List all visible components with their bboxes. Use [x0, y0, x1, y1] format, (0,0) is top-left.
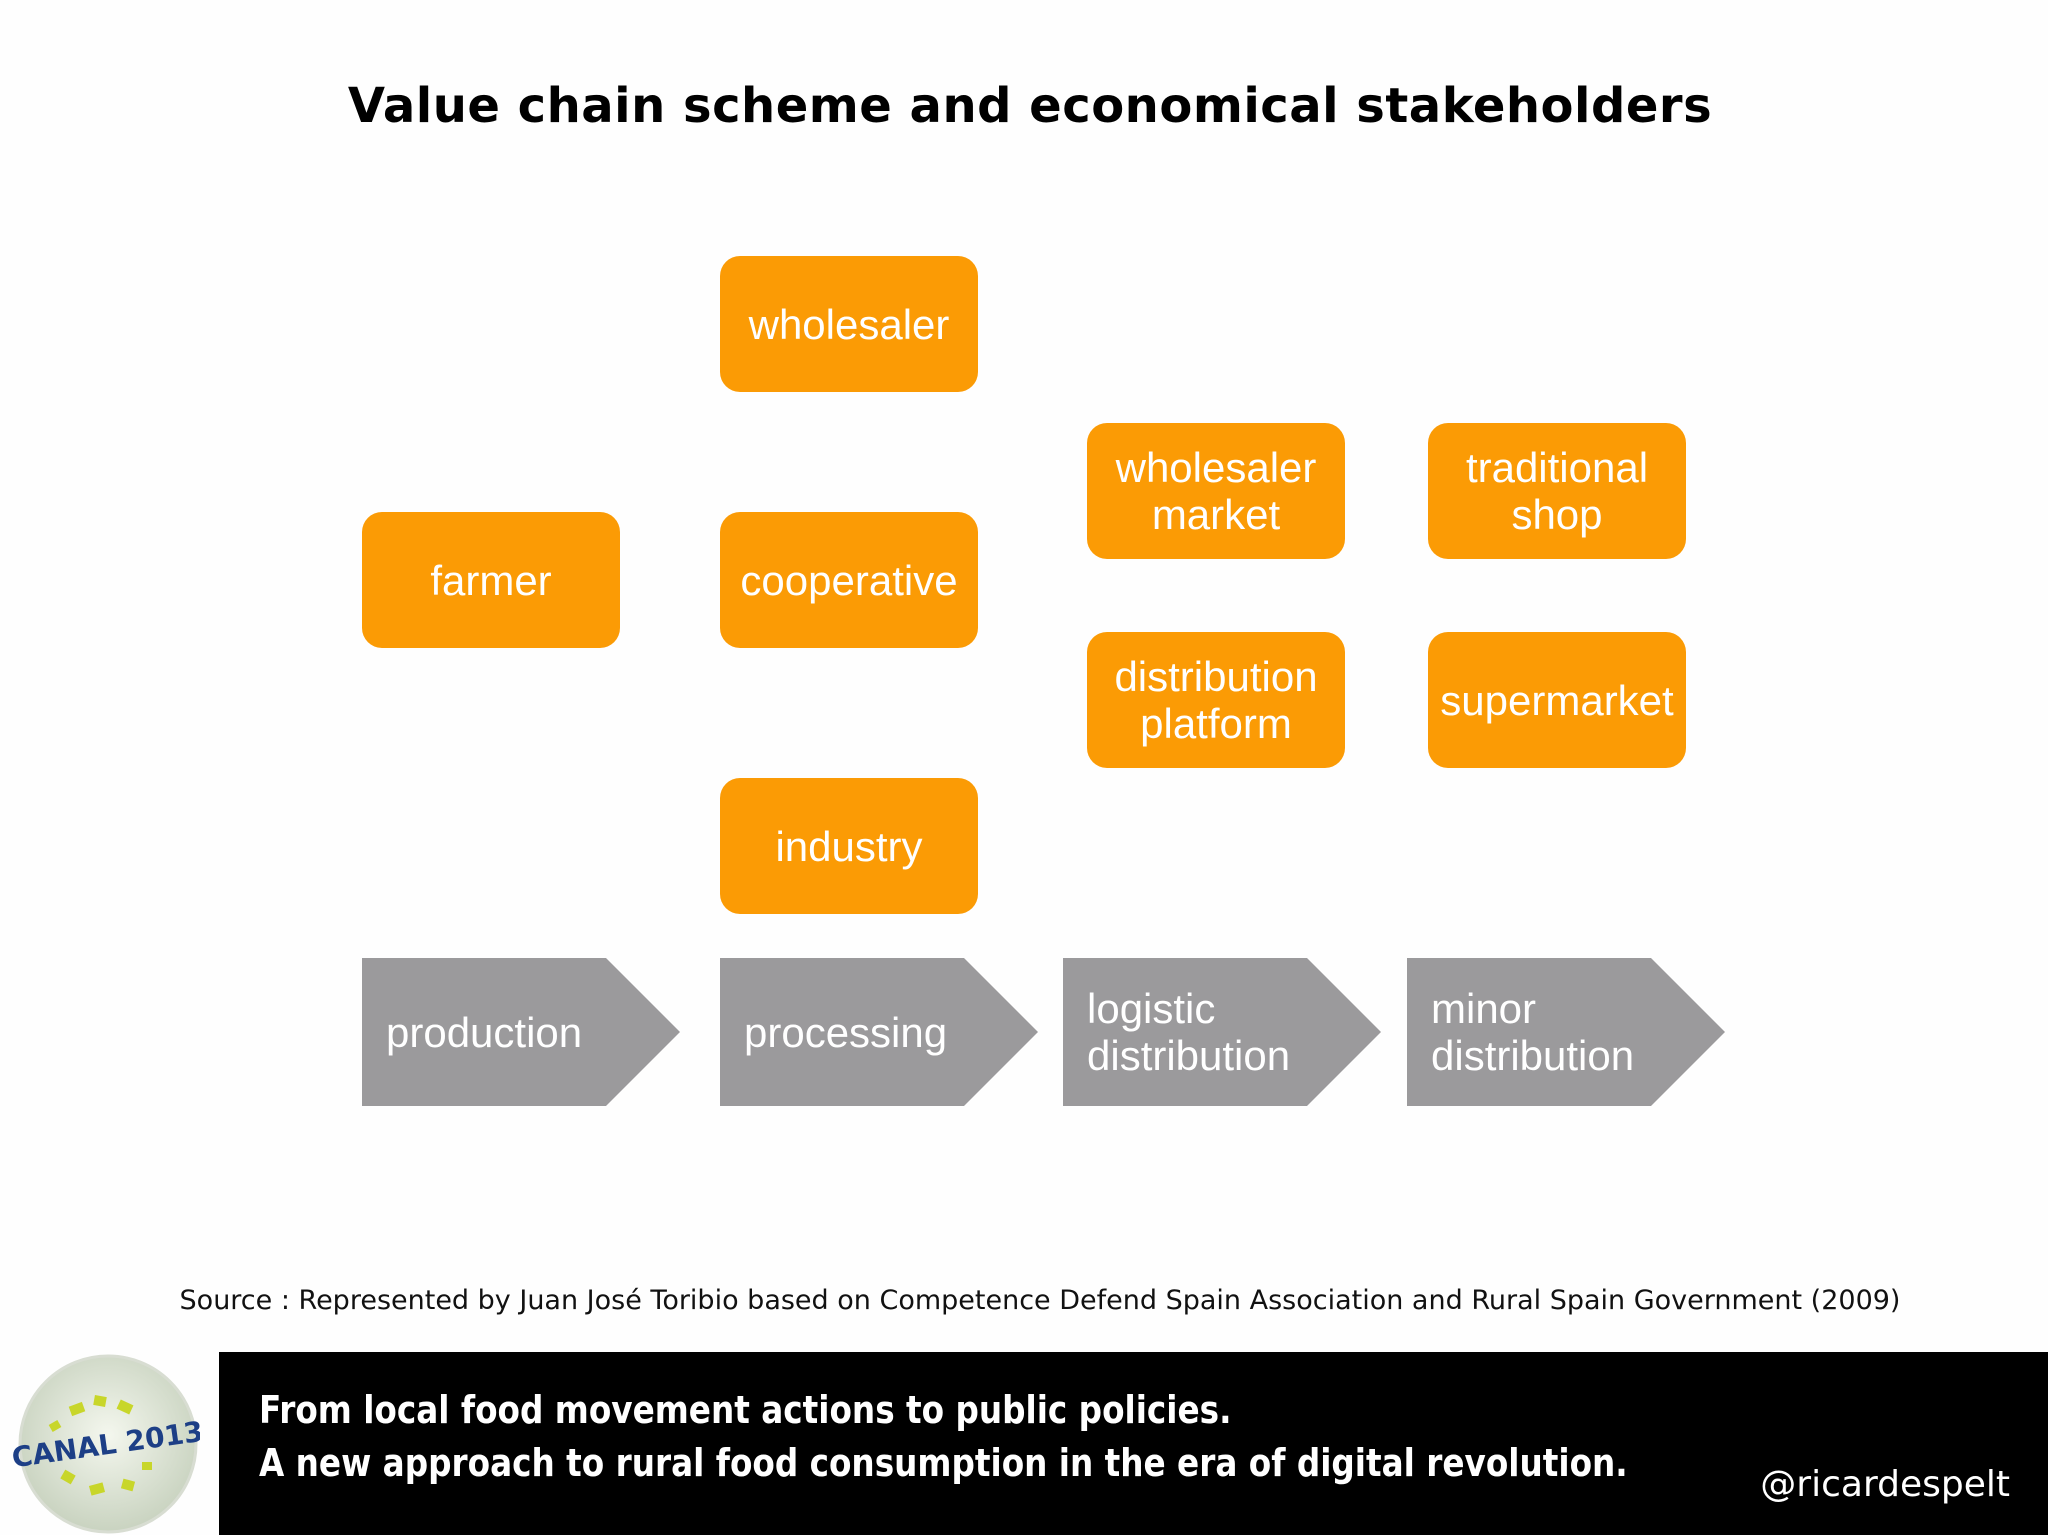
- stakeholder-traditional-shop: traditional shop: [1428, 423, 1686, 559]
- stage-label: minor distribution: [1431, 985, 1635, 1079]
- stakeholder-distribution-platform: distribution platform: [1087, 632, 1345, 768]
- stakeholder-industry: industry: [720, 778, 978, 914]
- footer-line-1: From local food movement actions to publ…: [259, 1388, 1232, 1432]
- footer-line-2: A new approach to rural food consumption…: [259, 1441, 1628, 1485]
- canal-2013-logo: CANAL 2013: [10, 1352, 205, 1535]
- stakeholder-cooperative: cooperative: [720, 512, 978, 648]
- footer-bar: From local food movement actions to publ…: [219, 1352, 2048, 1535]
- stage-label: production: [386, 1008, 583, 1056]
- stage-arrow-shape: [362, 958, 680, 1106]
- twitter-handle[interactable]: @ricardespelt: [1760, 1464, 2010, 1505]
- stage-processing: processing: [720, 958, 1038, 1106]
- stakeholder-supermarket: supermarket: [1428, 632, 1686, 768]
- stage-production: production: [362, 958, 680, 1106]
- stakeholder-wholesaler: wholesaler: [720, 256, 978, 392]
- stage-logistic-distribution: logistic distribution: [1063, 958, 1381, 1106]
- stakeholder-wholesaler-market: wholesaler market: [1087, 423, 1345, 559]
- stage-label: logistic distribution: [1087, 985, 1291, 1079]
- stage-arrow-shape: [720, 958, 1038, 1106]
- stakeholder-farmer: farmer: [362, 512, 620, 648]
- stage-arrow-shape: [1407, 958, 1725, 1106]
- stage-arrow-shape: [1063, 958, 1381, 1106]
- stage-minor-distribution: minor distribution: [1407, 958, 1725, 1106]
- slide-title: Value chain scheme and economical stakeh…: [347, 78, 1713, 134]
- stage-label: processing: [744, 1008, 948, 1056]
- source-citation: Source : Represented by Juan José Toribi…: [179, 1285, 1901, 1316]
